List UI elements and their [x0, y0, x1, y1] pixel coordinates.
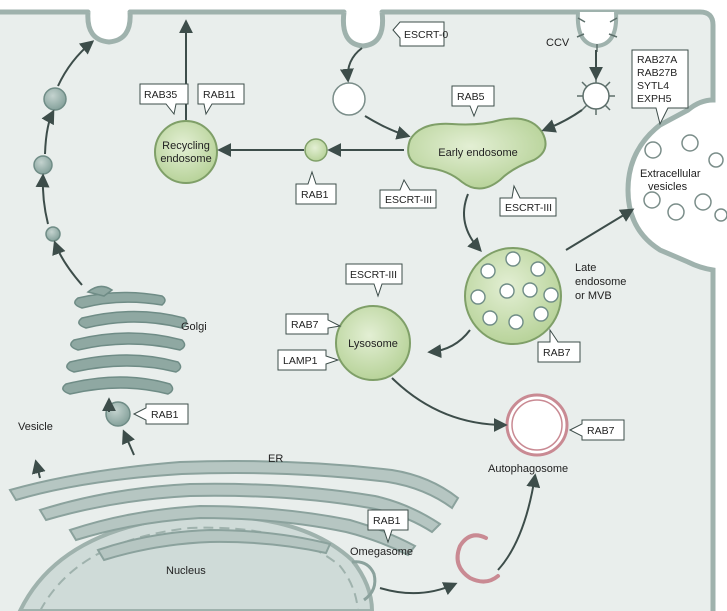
label-box-rab1-golgi-text: RAB1 — [151, 409, 179, 421]
trafficking-arrows — [31, 19, 635, 596]
label-box-lamp1-text: LAMP1 — [283, 355, 318, 367]
autophagosome — [505, 393, 569, 457]
label-box-rab5-text: RAB5 — [457, 91, 485, 103]
label-box-rab7-autophagosome: RAB7 — [568, 419, 625, 441]
endocytosis-pit — [340, 11, 386, 49]
late-endosome-label-3: or MVB — [575, 290, 612, 302]
label-box-rab11: RAB11 — [197, 83, 245, 116]
endoplasmic-reticulum — [8, 460, 460, 562]
label-box-escrt3-left-text: ESCRT-III — [385, 194, 432, 206]
label-box-escrt3-right: ESCRT-III — [499, 184, 557, 217]
label-box-rab1-top: RAB1 — [295, 170, 337, 205]
endocytic-vesicle — [332, 82, 366, 116]
label-box-rab7-mvb: RAB7 — [537, 328, 581, 363]
late-endosome-label-2: endosome — [575, 276, 626, 288]
label-box-rab27: RAB27A RAB27B SYTL4 EXPH5 — [631, 49, 689, 126]
label-box-rab27-text-1: RAB27A — [637, 54, 677, 66]
recycling-endosome-label-1: Recycling — [162, 140, 210, 152]
label-box-rab11-text: RAB11 — [203, 89, 236, 101]
omegasome-er-extension — [351, 560, 377, 602]
secretory-vesicle — [45, 226, 61, 242]
ccv-pit — [575, 11, 619, 52]
clathrin-coated-vesicle — [577, 77, 615, 115]
golgi — [62, 285, 188, 395]
label-box-rab27-text-2: RAB27B — [637, 67, 677, 79]
rab1-vesicle — [304, 138, 328, 162]
extracellular-vesicles — [643, 134, 727, 222]
label-box-escrt3-left: ESCRT-III — [379, 178, 437, 209]
label-box-rab1-omegasome-text: RAB1 — [373, 515, 401, 527]
label-box-rab27-text-4: EXPH5 — [637, 93, 672, 105]
label-box-rab7-lysosome: RAB7 — [285, 313, 342, 335]
label-box-rab5: RAB5 — [451, 85, 495, 118]
phagophore — [455, 533, 500, 584]
late-endosome-label-1: Late — [575, 262, 596, 274]
secretory-vesicle — [43, 87, 67, 111]
label-box-rab27-text-3: SYTL4 — [637, 80, 669, 92]
er-label: ER — [268, 453, 283, 465]
vesicle-label: Vesicle — [18, 421, 53, 433]
label-box-rab35-text: RAB35 — [144, 89, 177, 101]
label-box-rab7-lysosome-text: RAB7 — [291, 319, 319, 331]
recycling-endosome — [154, 120, 218, 184]
extracellular-vesicles-label-1: Extracellular — [640, 168, 701, 180]
ccv-label: CCV — [546, 37, 570, 49]
lysosome-label: Lysosome — [348, 338, 398, 350]
label-box-escrt3-right-text: ESCRT-III — [505, 202, 552, 214]
golgi-label: Golgi — [181, 321, 207, 333]
label-box-rab1-golgi: RAB1 — [132, 403, 189, 425]
lysosome — [335, 305, 411, 381]
autophagosome-label: Autophagosome — [488, 463, 568, 475]
secretory-vesicle — [33, 155, 53, 175]
nucleus-label: Nucleus — [166, 565, 206, 577]
plasma-membrane — [0, 9, 716, 611]
label-box-escrt3-lysosome-text: ESCRT-III — [350, 269, 397, 281]
label-box-escrt0: ESCRT-0 — [392, 21, 448, 47]
intraluminal-vesicles — [470, 251, 559, 330]
label-box-rab1-omegasome: RAB1 — [367, 509, 409, 544]
label-box-rab7-mvb-text: RAB7 — [543, 347, 571, 359]
label-box-rab7-autophagosome-text: RAB7 — [587, 425, 615, 437]
label-box-rab35: RAB35 — [139, 83, 189, 116]
label-box-lamp1: LAMP1 — [277, 349, 340, 371]
early-endosome-label: Early endosome — [438, 147, 518, 159]
label-box-rab1-top-text: RAB1 — [301, 189, 329, 201]
label-box-escrt3-lysosome: ESCRT-III — [345, 263, 403, 298]
omegasome-label: Omegasome — [350, 546, 413, 558]
label-box-escrt0-text: ESCRT-0 — [404, 29, 448, 41]
exocytosis-pit — [85, 11, 133, 45]
autophagosome-inner-membrane — [511, 399, 563, 451]
early-endosome — [407, 117, 547, 190]
recycling-endosome-label-2: endosome — [160, 153, 211, 165]
extracellular-vesicles-label-2: vesicles — [648, 181, 688, 193]
